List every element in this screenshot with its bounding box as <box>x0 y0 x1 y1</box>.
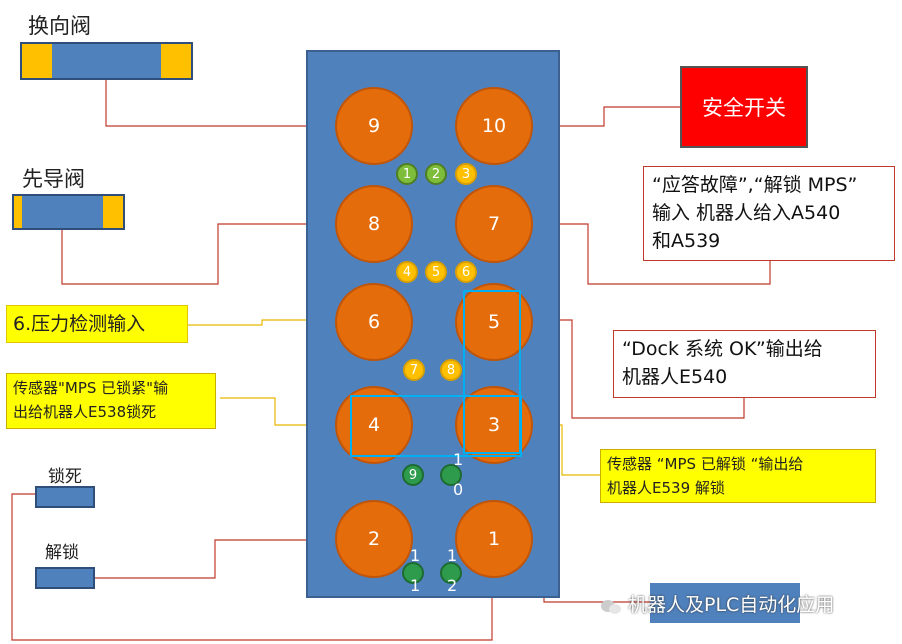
fault-ack-line-2: 输入 机器人给入A540 <box>652 202 841 224</box>
led-10 <box>440 464 462 486</box>
reversing-valve-right-cap <box>161 44 191 78</box>
wire-port7-to-fault-box <box>532 223 771 285</box>
wire-reversing-valve-to-port9 <box>105 80 335 127</box>
sensor-unlocked-callout: 传感器 “MPS 已解锁 “输出给 机器人E539 解锁 <box>600 449 876 503</box>
fault-ack-callout: “应答故障”,“解锁 MPS” 输入 机器人给入A540 和A539 <box>643 166 895 261</box>
led-1: 1 <box>396 163 418 185</box>
unlock-label: 解锁 <box>45 543 79 563</box>
wire-lock-to-port1 <box>11 493 493 641</box>
port-7[interactable]: 7 <box>455 185 533 263</box>
wire-port10-to-safety <box>532 106 680 127</box>
fault-ack-line-1: “应答故障”,“解锁 MPS” <box>652 174 858 196</box>
led-11 <box>402 562 424 584</box>
lock-label: 锁死 <box>48 467 82 487</box>
port-9[interactable]: 9 <box>335 87 413 165</box>
wire-unlock-to-port2 <box>95 539 335 579</box>
led-12-label-bottom: 2 <box>447 576 458 595</box>
pilot-valve[interactable] <box>12 194 125 230</box>
led-3: 3 <box>455 163 477 185</box>
led-2: 2 <box>425 163 447 185</box>
dock-ok-line-1: “Dock 系统 OK”输出给 <box>622 338 823 360</box>
led-10-label-top: 1 <box>453 450 464 469</box>
led-12-label-top: 1 <box>447 546 458 565</box>
pilot-valve-right-cap <box>103 196 123 228</box>
sensor-locked-line-2: 出给机器人E538锁死 <box>13 403 157 421</box>
sensor-unlocked-line-2: 机器人E539 解锁 <box>607 479 725 497</box>
dock-ok-line-2: 机器人E540 <box>622 366 728 388</box>
wire-pressure-to-port6 <box>188 319 335 326</box>
watermark-text: 机器人及PLC自动化应用 <box>600 590 834 617</box>
sensor-unlocked-line-1: 传感器 “MPS 已解锁 “输出给 <box>607 455 804 473</box>
port-4[interactable]: 4 <box>335 386 413 464</box>
fault-ack-line-3: 和A539 <box>652 230 721 252</box>
port-2[interactable]: 2 <box>335 500 413 578</box>
reversing-valve-left-cap <box>22 44 52 78</box>
led-5: 5 <box>425 261 447 283</box>
led-9: 9 <box>402 464 424 486</box>
port-1[interactable]: 1 <box>455 500 533 578</box>
led-10-label-bottom: 0 <box>453 480 464 499</box>
led-11-label-top: 1 <box>410 546 421 565</box>
reversing-valve-label: 换向阀 <box>28 14 91 38</box>
safety-switch[interactable]: 安全开关 <box>680 66 808 148</box>
sensor-locked-callout: 传感器"MPS 已锁紧"输 出给机器人E538锁死 <box>6 373 216 429</box>
highlight-ports-4-3 <box>350 395 522 457</box>
watermark-label: 机器人及PLC自动化应用 <box>628 594 835 616</box>
led-7: 7 <box>403 359 425 381</box>
pressure-input-callout: 6.压力检测输入 <box>6 305 188 343</box>
port-6[interactable]: 6 <box>335 283 413 361</box>
sensor-locked-line-1: 传感器"MPS 已锁紧"输 <box>13 379 169 397</box>
pilot-valve-label: 先导阀 <box>22 167 85 191</box>
unlock-indicator[interactable] <box>35 567 95 589</box>
led-4: 4 <box>396 261 418 283</box>
lock-indicator[interactable] <box>35 486 95 508</box>
pilot-valve-left-cap <box>14 196 22 228</box>
dock-ok-callout: “Dock 系统 OK”输出给 机器人E540 <box>613 330 876 398</box>
watermark-background <box>650 583 800 623</box>
led-12 <box>440 562 462 584</box>
wire-pilot-to-port8 <box>61 223 335 285</box>
highlight-ports-5-3 <box>463 290 521 454</box>
reversing-valve[interactable] <box>20 42 193 80</box>
port-10[interactable]: 10 <box>455 87 533 165</box>
led-6: 6 <box>455 261 477 283</box>
led-8: 8 <box>440 359 462 381</box>
led-11-label-bottom: 1 <box>410 576 421 595</box>
port-8[interactable]: 8 <box>335 185 413 263</box>
wechat-icon <box>600 598 622 614</box>
